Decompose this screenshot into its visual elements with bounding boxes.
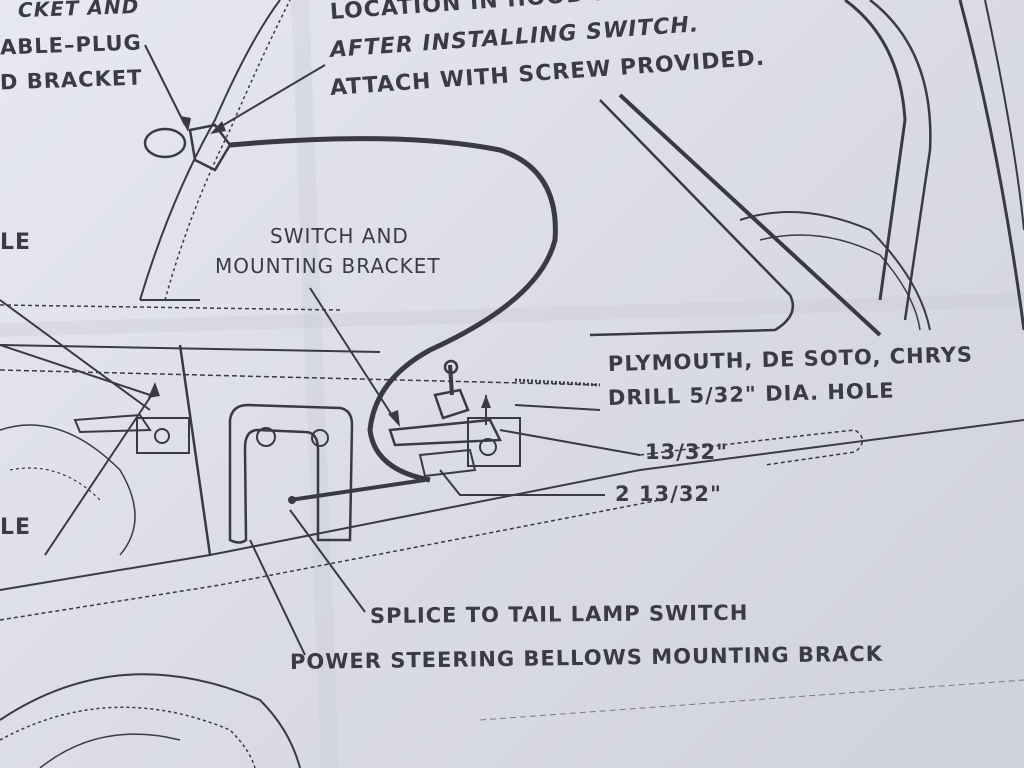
leader-left-lower [44,389,156,556]
label-top-left-2: ABLE–PLUG [0,30,143,60]
label-switch-bracket-2: MOUNTING BRACKET [215,254,441,278]
label-top-left-3: D BRACKET [0,65,143,95]
fender-panel-edge [178,344,212,556]
leader-hood-bracket [214,64,326,131]
leader-dim-2 [439,469,605,496]
label-splice: SPLICE TO TAIL LAMP SWITCH [369,600,749,628]
arrowhead-switch-bracket [388,410,400,427]
left-clip [73,413,152,434]
cable-plug [143,127,187,159]
wheel-arc-1 [0,673,301,768]
wheel-arc-2 [0,706,256,768]
switch-mount-hole [479,438,497,456]
body-dashed-line-2 [0,369,601,386]
leader-left-upper [0,299,151,411]
hood-bracket [188,123,232,172]
bellows-bracket [228,403,354,544]
splice-rod-end [288,496,296,504]
label-left-partial-2: LE [0,515,32,540]
wheel-arc-3 [39,733,181,768]
switch-body [418,448,477,478]
hood-panel-outline [589,99,795,337]
arrowhead-hood-bracket [210,121,226,134]
paper-fold-vertical [291,0,339,768]
windshield-pillar-line-2 [869,0,932,321]
fender-inner-curve-dashed [9,467,101,501]
dimension-dashed-curve [639,429,864,466]
arrowhead-left [148,382,160,398]
switch-plunger-cap [443,359,459,375]
body-dashed-line [0,304,341,311]
fender-inner-curve [0,424,136,556]
bellows-bracket-hole-1 [256,427,276,447]
switch-mount-plate [467,417,521,467]
leader-plymouth [514,378,601,387]
leader-left-middle [0,344,151,396]
bellows-bracket-hole-2 [311,429,329,447]
leader-dim-1 [499,429,641,456]
body-line-upper [0,344,381,353]
leader-bellows [249,539,306,656]
switch-arrowhead [481,395,491,408]
windshield-pillar-line [844,0,907,301]
label-dim-2: 2 13/32" [615,482,722,506]
label-left-partial-1: LE [0,230,32,255]
steering-wheel-arc-2 [759,234,921,331]
leader-drill [514,404,601,411]
lower-guide-line [479,679,1024,721]
left-clip-plate [136,417,190,454]
label-dim-1: 13/32" [645,440,729,464]
switch-plunger [448,364,454,396]
switch-bracket-plate [388,418,502,447]
steering-wheel-arc [739,211,931,331]
leader-splice [289,509,366,613]
door-edge-line-2 [984,0,1024,231]
body-dashed-line-3 [0,499,661,621]
paper-fold-horizontal [0,293,1024,337]
leader-plug [144,44,186,126]
body-line-lower [0,419,1024,591]
switch-cable-highlight [229,137,557,481]
hood-edge-line [618,93,882,337]
fender-curve [139,0,281,301]
label-switch-bracket-1: SWITCH AND [270,224,409,248]
leader-switch-bracket [309,287,396,421]
left-clip-hole [154,428,170,444]
arrowhead-plug [180,116,191,132]
fender-curve-dashed [164,0,291,301]
splice-rod [289,478,426,502]
door-edge-line [958,0,1024,331]
